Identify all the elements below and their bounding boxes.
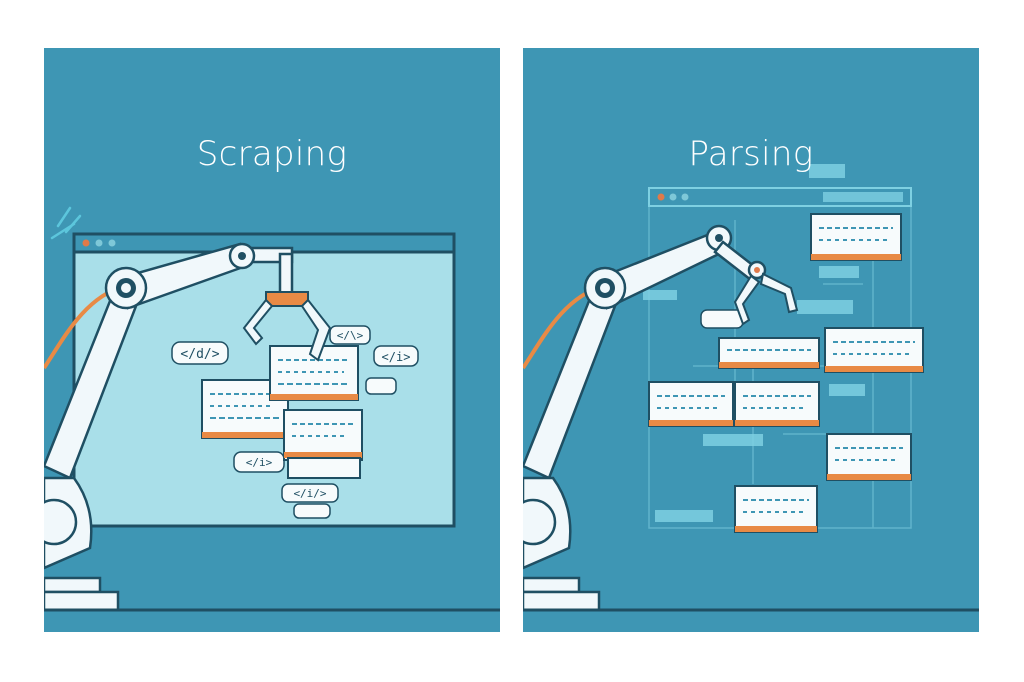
- browser-window: [648, 187, 912, 207]
- robot-base-plate: [44, 576, 102, 594]
- svg-text:</\>: </\>: [337, 329, 364, 342]
- svg-text:</i>: </i>: [382, 350, 411, 364]
- gripper-claw-right: [759, 272, 799, 314]
- svg-text:</d/>: </d/>: [180, 347, 219, 362]
- node-tag: [700, 309, 744, 329]
- robot-base-plate: [523, 590, 601, 612]
- html-tag-bubble: </\>: [329, 325, 371, 345]
- parsed-data-card: [718, 337, 820, 369]
- gripper-claw-left: [242, 298, 274, 346]
- parsed-data-card: [734, 485, 818, 533]
- svg-text:</i/>: </i/>: [293, 487, 326, 500]
- window-dot-icon: [681, 193, 689, 201]
- scraping-panel: </d/> </i> </\> </i> </i/>: [44, 48, 500, 632]
- robot-wrist: [278, 252, 294, 296]
- window-dot-icon: [108, 239, 116, 247]
- html-tag-bubble: [293, 503, 331, 519]
- svg-text:</i>: </i>: [246, 456, 273, 469]
- parsing-title: Parsing: [688, 134, 814, 174]
- html-tag-bubble: </i>: [233, 451, 285, 473]
- scraping-title: Scraping: [196, 134, 348, 174]
- robot-base-plate: [44, 590, 120, 612]
- html-tag-bubble: </i>: [373, 345, 419, 367]
- parsing-panel: Parsing: [523, 48, 979, 632]
- robot-gripper-mount: [265, 291, 309, 307]
- parsed-data-card: [826, 433, 912, 481]
- window-dot-icon: [669, 193, 677, 201]
- html-tag-bubble: </i/>: [281, 483, 339, 503]
- robot-arm: [44, 242, 332, 612]
- robot-arm: [523, 224, 799, 612]
- scraping-illustration: </d/> </i> </\> </i> </i/>: [44, 48, 500, 632]
- structure-labels: [643, 164, 865, 522]
- gripper-claw-right: [300, 298, 332, 362]
- parsed-data-card: [824, 327, 924, 373]
- parsed-data-card: [648, 381, 734, 427]
- robot-base-plate: [523, 576, 581, 594]
- html-tag-bubble: </d/>: [171, 341, 229, 365]
- parsed-data-card: [810, 213, 902, 261]
- gripper-claw-left: [733, 274, 761, 326]
- window-dot-icon: [82, 239, 90, 247]
- html-tag-bubble: [365, 377, 397, 395]
- window-dot-icon: [657, 193, 665, 201]
- parsing-illustration: [523, 48, 979, 632]
- spark-decoration: [50, 206, 82, 240]
- parsed-data-card: [734, 381, 820, 427]
- data-card: [283, 409, 363, 461]
- window-dot-icon: [95, 239, 103, 247]
- data-card: [287, 457, 361, 479]
